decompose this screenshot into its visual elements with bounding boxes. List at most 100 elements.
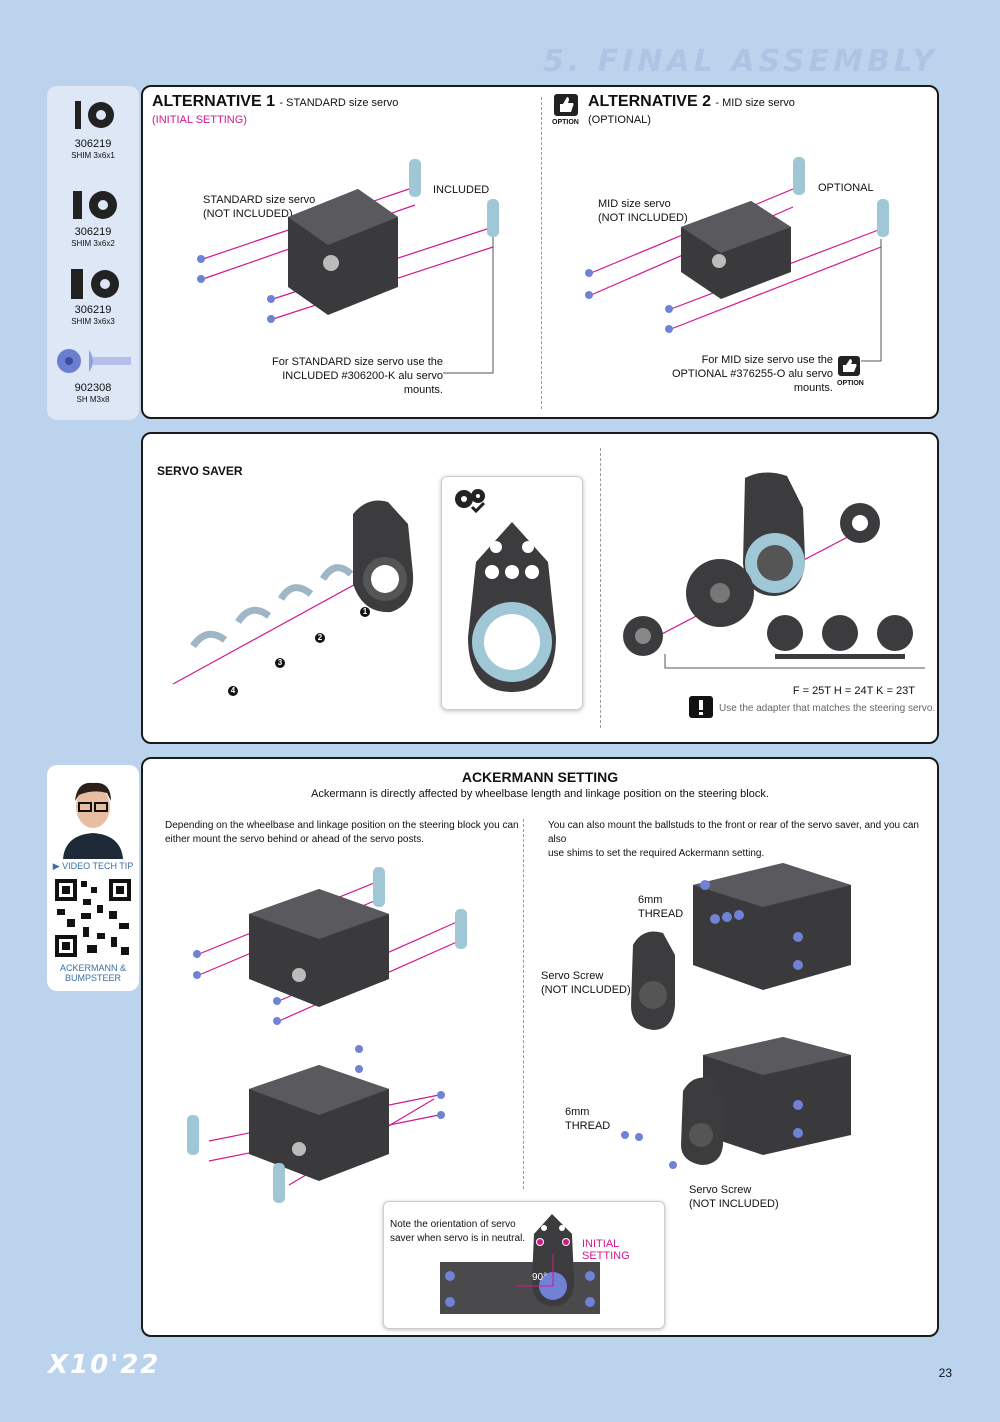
section-title: 5. FINAL ASSEMBLY xyxy=(543,44,938,79)
servo-mount-panel: ALTERNATIVE 1 - STANDARD size servo (INI… xyxy=(141,85,939,419)
alt1-title: ALTERNATIVE 1 xyxy=(152,93,275,110)
neutral-orientation-note: Note the orientation of servo saver when… xyxy=(383,1201,665,1329)
text-line: You can also mount the ballstuds to the … xyxy=(548,820,919,845)
video-tip-topic: ACKERMANN & BUMPSTEER xyxy=(49,963,137,983)
label-line: Servo Screw xyxy=(541,970,604,982)
ackermann-servo-positions-illustration xyxy=(187,867,467,1203)
alt1-tag: (INITIAL SETTING) xyxy=(152,114,247,126)
alt1-servo-label: STANDARD size servo (NOT INCLUDED) xyxy=(203,193,315,221)
part-code: 306219 xyxy=(74,304,112,316)
part-code: 902308 xyxy=(74,382,112,394)
part-name: SHIM 3x6x2 xyxy=(71,239,115,248)
note-line: INCLUDED #306200-K alu servo mounts. xyxy=(282,370,443,396)
alt2-tag: (OPTIONAL) xyxy=(588,114,651,126)
neutral-note-text: Note the orientation of servo saver when… xyxy=(390,1218,525,1246)
part-screw: 902308 SH M3x8 xyxy=(47,382,139,406)
thumbs-up-option-icon xyxy=(554,94,578,116)
servo-screw-label-1: Servo Screw (NOT INCLUDED) xyxy=(541,969,631,997)
servo-saver-assembly-illustration xyxy=(623,472,925,669)
alt1-mount-label: INCLUDED xyxy=(433,184,490,196)
step-1-badge: 1 xyxy=(360,601,370,619)
label-line: (NOT INCLUDED) xyxy=(598,212,688,224)
gears-check-icon xyxy=(455,489,486,514)
thumbs-up-option-icon xyxy=(838,356,860,376)
step-3-badge: 3 xyxy=(275,652,285,670)
label-line: Servo Screw xyxy=(689,1184,752,1196)
text-line: Depending on the wheelbase and linkage p… xyxy=(165,820,519,831)
note-line: saver when servo is in neutral. xyxy=(390,1233,526,1244)
label-line: THREAD xyxy=(565,1120,611,1132)
ackermann-panel: ACKERMANN SETTING Ackermann is directly … xyxy=(141,757,939,1337)
play-icon: ▶ xyxy=(52,861,63,871)
ackermann-left-text: Depending on the wheelbase and linkage p… xyxy=(165,819,519,847)
shim-1-icon xyxy=(75,101,114,129)
text-line: either mount the servo behind or ahead o… xyxy=(165,834,425,845)
alt2-note-option-label: OPTION xyxy=(837,380,864,387)
label-line: MID size servo xyxy=(598,198,671,210)
servo-saver-title: SERVO SAVER xyxy=(157,464,243,478)
alt1-note: For STANDARD size servo use the INCLUDED… xyxy=(271,355,443,397)
servo-saver-exploded-illustration xyxy=(172,500,414,685)
part-code: 306219 xyxy=(74,226,112,238)
note-line: For STANDARD size servo use the xyxy=(272,356,443,368)
part-name: SH M3x8 xyxy=(76,395,110,404)
text-line: use shims to set the required Ackermann … xyxy=(548,848,765,859)
video-tip-text: VIDEO TECH TIP xyxy=(62,861,134,871)
alt2-option-label: OPTION xyxy=(552,119,579,126)
part-shim-3: 306219 SHIM 3x6x3 xyxy=(47,304,139,328)
shim-2-icon xyxy=(73,191,117,219)
alt2-title: ALTERNATIVE 2 xyxy=(588,93,711,110)
alt2-note: For MID size servo use the OPTIONAL #376… xyxy=(641,353,833,395)
part-code: 306219 xyxy=(74,138,112,150)
part-shim-1: 306219 SHIM 3x6x1 xyxy=(47,138,139,162)
label-line: STANDARD size servo xyxy=(203,194,316,206)
label-line: (NOT INCLUDED) xyxy=(203,208,293,220)
part-name: SHIM 3x6x1 xyxy=(71,151,115,160)
alt2-servo-label: MID size servo (NOT INCLUDED) xyxy=(598,197,688,225)
label-line: 6mm xyxy=(638,894,663,906)
adapter-note: Use the adapter that matches the steerin… xyxy=(719,703,936,714)
note-line: OPTIONAL #376255-O alu servo mounts. xyxy=(671,368,833,394)
shim-3-icon xyxy=(71,269,119,299)
ackermann-ballstud-illustration xyxy=(621,863,851,1169)
presenter-avatar xyxy=(55,771,131,859)
servo-saver-detail-illustration xyxy=(468,522,556,692)
topic-line: ACKERMANN & xyxy=(59,963,126,973)
topic-line: BUMPSTEER xyxy=(64,973,121,983)
initial-setting-label: INITIAL SETTING xyxy=(582,1238,630,1262)
ackermann-right-text: You can also mount the ballstuds to the … xyxy=(548,819,937,861)
angle-label: 90° xyxy=(532,1272,548,1283)
servo-saver-panel: SERVO SAVER 1 2 3 4 xyxy=(141,432,939,744)
step-4-badge: 4 xyxy=(228,680,238,698)
part-shim-2: 306219 SHIM 3x6x2 xyxy=(47,226,139,250)
alt2-subtitle: - MID size servo xyxy=(715,97,795,109)
label-line: 6mm xyxy=(565,1106,590,1118)
alt1-subtitle: - STANDARD size servo xyxy=(279,97,399,109)
ackermann-subtitle: Ackermann is directly affected by wheelb… xyxy=(311,788,769,800)
page-number: 23 xyxy=(938,1366,952,1380)
screw-icon xyxy=(57,349,131,373)
servo-screw-label-2: Servo Screw (NOT INCLUDED) xyxy=(689,1183,779,1211)
video-tech-tip[interactable]: ▶ VIDEO TECH TIP ACKERMANN & BUMPSTEER xyxy=(47,765,139,991)
qr-code[interactable] xyxy=(53,877,133,959)
label-line: THREAD xyxy=(638,908,684,920)
warning-icon xyxy=(689,696,713,718)
step-number: 1 xyxy=(360,607,370,617)
servo-saver-detail-box xyxy=(441,476,583,710)
neutral-servo-illustration xyxy=(440,1214,600,1314)
adapter-sizes: F = 25T H = 24T K = 23T xyxy=(792,685,915,697)
step-number: 3 xyxy=(275,658,285,668)
label-line: (NOT INCLUDED) xyxy=(541,984,631,996)
part-name: SHIM 3x6x3 xyxy=(71,317,115,326)
thread-label-2: 6mm THREAD xyxy=(565,1105,610,1133)
thread-label-1: 6mm THREAD xyxy=(638,893,683,921)
parts-sidebar: 306219 SHIM 3x6x1 306219 SHIM 3x6x2 3062… xyxy=(47,86,139,420)
step-number: 2 xyxy=(315,633,325,643)
ackermann-title: ACKERMANN SETTING xyxy=(461,769,619,785)
note-line: For MID size servo use the xyxy=(701,354,833,366)
step-number: 4 xyxy=(228,686,238,696)
label-line: (NOT INCLUDED) xyxy=(689,1198,779,1210)
video-tip-label[interactable]: ▶ VIDEO TECH TIP xyxy=(49,861,137,872)
alt2-mount-label: OPTIONAL xyxy=(818,182,874,194)
alt2-servo-illustration xyxy=(585,157,889,362)
